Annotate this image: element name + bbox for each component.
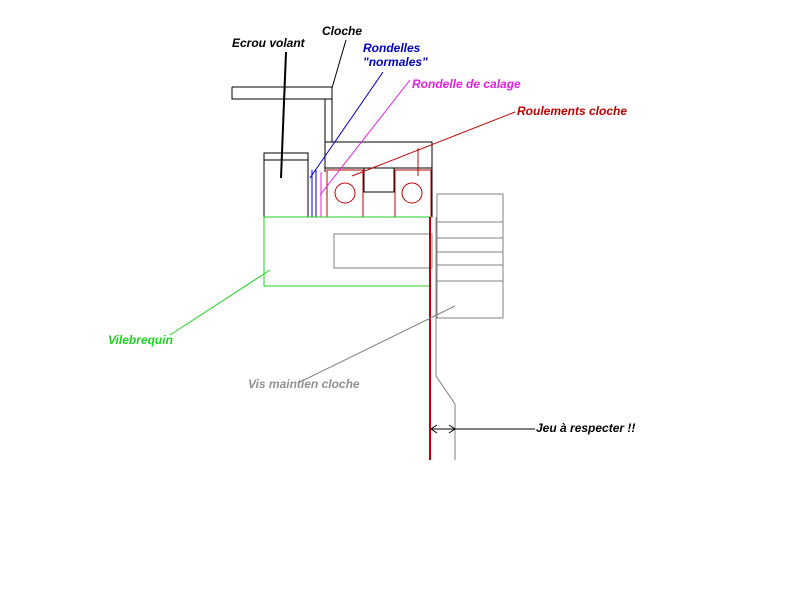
leader-vilebrequin — [169, 269, 271, 336]
leader-ecrou — [280, 51, 287, 179]
vilebrequin-outline — [263, 216, 432, 287]
leader-roulements — [351, 111, 516, 177]
rondelles-normales-part — [311, 170, 317, 217]
label-rondelle-calage: Rondelle de calage — [412, 77, 521, 91]
label-rondelles-line1: Rondelles — [363, 41, 421, 55]
roulement-housing — [325, 141, 433, 218]
cloche-outline — [231, 86, 333, 100]
leader-rondelles — [309, 71, 384, 179]
vis-head — [436, 193, 504, 319]
leader-vis — [299, 305, 456, 383]
jeu-arrow-left-head — [430, 424, 438, 434]
roulement-right — [394, 169, 432, 218]
leader-cloche — [331, 39, 347, 89]
housing-outline — [325, 141, 433, 218]
label-vilebrequin: Vilebrequin — [108, 333, 173, 347]
label-rondelles-line2: "normales" — [363, 55, 428, 69]
label-vis-maintien: Vis maintien cloche — [248, 377, 360, 391]
housing-center-block — [363, 167, 395, 193]
roulement-right-ball — [401, 182, 423, 204]
jeu-arrow-right-head — [448, 424, 456, 434]
shafts — [429, 217, 456, 460]
vis-maintien-part — [436, 193, 504, 319]
cloche-part — [231, 86, 333, 172]
ecrou-volant-part — [263, 152, 309, 218]
label-roulements-cloche: Roulements cloche — [517, 104, 627, 118]
roulement-left-ball — [334, 182, 356, 204]
ecrou-volant-body — [263, 152, 309, 218]
vilebrequin-inner-bore — [333, 233, 433, 269]
label-jeu: Jeu à respecter !! — [536, 421, 635, 435]
leader-calage — [319, 79, 411, 196]
label-ecrou-volant: Ecrou volant — [232, 36, 306, 50]
label-cloche: Cloche — [322, 24, 362, 38]
vilebrequin-part — [263, 216, 432, 287]
roulement-left — [326, 169, 364, 218]
roulements-cloche-part — [326, 169, 432, 218]
jeu-dimension-arrow — [430, 424, 456, 434]
leader-lines — [169, 39, 535, 430]
gray-plate-line — [435, 217, 456, 460]
